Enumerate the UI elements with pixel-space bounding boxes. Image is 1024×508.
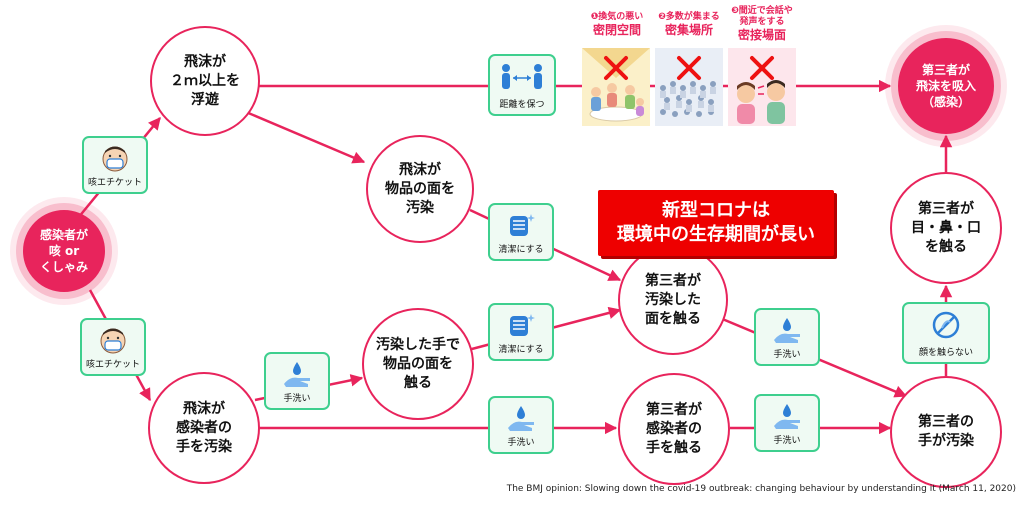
three-c-header-1: ❶換気の悪い 密閉空間 [573, 12, 661, 38]
action-caption: 清潔にする [498, 345, 544, 355]
third-touch-infected-hand-node: 第三者が 感染者の 手を触る [618, 373, 730, 485]
two-people-distance-icon [490, 61, 554, 93]
three-c-number: ❶換気の悪い [590, 12, 644, 22]
hand-wash-1-box: 手洗い [264, 352, 330, 410]
clean-top-box: 清潔にする [488, 203, 554, 261]
cough-etiquette-bottom-box: 咳エチケット [80, 318, 146, 376]
red-x-icon [750, 56, 774, 80]
three-c-name: 密接場面 [737, 28, 786, 42]
dont-touch-face-box: 顔を触らない [902, 302, 990, 364]
third-touch-surface-node: 第三者が 汚染した 面を触る [618, 245, 728, 355]
infected-hand-node: 飛沫が 感染者の 手を汚染 [148, 372, 260, 484]
third-touch-face-node: 第三者が 目・鼻・口 を触る [890, 172, 1002, 284]
action-caption: 咳エチケット [85, 360, 140, 370]
wiping-hand-icon [490, 310, 552, 342]
node-label: 汚染した手で 物品の面を 触る [376, 336, 460, 391]
source-citation: The BMJ opinion: Slowing down the covid-… [506, 484, 1016, 494]
action-caption: 手洗い [507, 438, 535, 448]
action-caption: 距離を保つ [499, 100, 545, 110]
third-inhale-infected-node: 第三者が 飛沫を吸入 （感染） [898, 38, 994, 134]
node-label: 第三者が 目・鼻・口 を触る [911, 200, 981, 255]
third-hand-dirty-node: 第三者の 手が汚染 [890, 376, 1002, 488]
dirty-hand-touch-node: 汚染した手で 物品の面を 触る [362, 308, 474, 420]
hand-wash-2-box: 手洗い [488, 396, 554, 454]
closed-space-illustration [582, 48, 650, 126]
cough-etiquette-top-box: 咳エチケット [82, 136, 148, 194]
node-label: 飛沫が ２ｍ以上を 浮遊 [170, 53, 240, 108]
clean-bottom-box: 清潔にする [488, 303, 554, 361]
node-label: 飛沫が 物品の面を 汚染 [385, 161, 455, 216]
crowded-place-illustration [655, 48, 723, 126]
banner-text: 新型コロナは 環境中の生存期間が長い [617, 200, 815, 245]
masked-face-icon [84, 143, 146, 175]
wiping-hand-icon [490, 210, 552, 242]
hand-wash-4-box: 手洗い [754, 394, 820, 452]
droplets-contaminate-items-node: 飛沫が 物品の面を 汚染 [366, 135, 474, 243]
action-caption: 手洗い [283, 394, 311, 404]
node-label: 第三者の 手が汚染 [918, 414, 974, 449]
node-label: 第三者が 飛沫を吸入 （感染） [915, 63, 976, 109]
node-label: 第三者が 汚染した 面を触る [645, 272, 701, 327]
action-caption: 顔を触らない [918, 348, 973, 358]
three-c-header-2: ❷多数が集まる 密集場所 [645, 12, 733, 38]
hand-wash-3-box: 手洗い [754, 308, 820, 366]
masked-face-icon [82, 325, 144, 357]
node-label: 第三者が 感染者の 手を触る [646, 401, 702, 456]
action-caption: 手洗い [773, 436, 801, 446]
droplets-float-node: 飛沫が ２ｍ以上を 浮遊 [150, 26, 260, 136]
three-c-number: ❷多数が集まる [658, 12, 720, 22]
red-x-icon [604, 56, 628, 80]
hand-water-drop-icon [490, 403, 552, 435]
action-caption: 咳エチケット [87, 178, 142, 188]
hand-water-drop-icon [756, 315, 818, 347]
action-caption: 手洗い [773, 350, 801, 360]
action-caption: 清潔にする [498, 245, 544, 255]
hand-water-drop-icon [266, 359, 328, 391]
no-touch-face-icon [904, 309, 988, 341]
hand-water-drop-icon [756, 401, 818, 433]
close-contact-illustration [728, 48, 796, 126]
three-c-name: 密閉空間 [592, 23, 641, 37]
arrow-float-to-items [245, 110, 366, 164]
three-c-name: 密集場所 [664, 23, 713, 37]
virus-survival-banner: 新型コロナは 環境中の生存期間が長い [598, 190, 834, 256]
three-c-header-3: ❸間近で会話や 発声をする 密接場面 [718, 6, 806, 43]
node-label: 感染者が 咳 or くしゃみ [39, 228, 88, 274]
three-c-number: ❸間近で会話や 発声をする [731, 6, 793, 27]
red-x-icon [677, 56, 701, 80]
keep-distance-box: 距離を保つ [488, 54, 556, 116]
node-label: 飛沫が 感染者の 手を汚染 [176, 400, 232, 455]
infected-cough-node: 感染者が 咳 or くしゃみ [23, 210, 105, 292]
